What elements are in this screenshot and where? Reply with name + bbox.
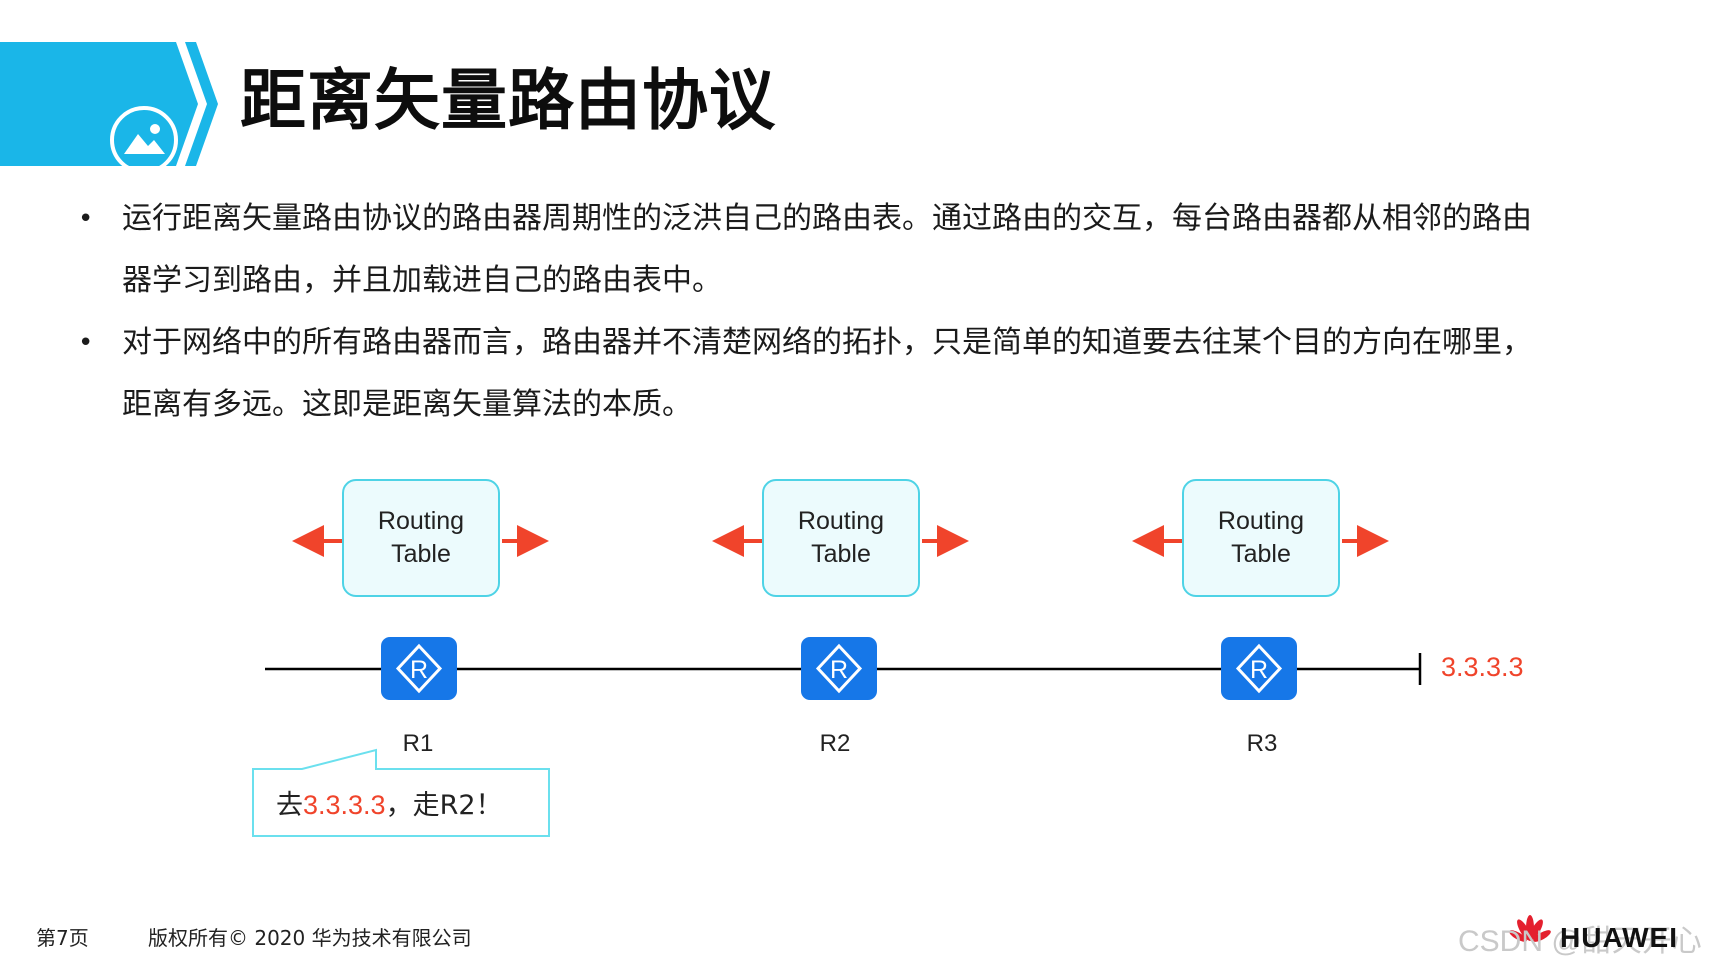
router-glyph: R <box>830 656 848 684</box>
brand-wordmark: HUAWEI <box>1560 922 1678 953</box>
watermark-text: CSDN @甜天开心 <box>1458 925 1702 958</box>
copyright-text: 版权所有© 2020 华为技术有限公司 <box>148 926 472 950</box>
router-label: R2 <box>819 730 851 757</box>
bullet-marker: • <box>78 204 94 234</box>
router-label: R1 <box>402 730 434 757</box>
router-glyph: R <box>410 656 428 684</box>
callout-bubble <box>252 748 550 837</box>
router-icon: R <box>801 637 877 700</box>
routing-table-box: Routing Table <box>762 479 920 597</box>
routing-table-label: Table <box>811 540 871 568</box>
page-title: 距离矢量路由协议 <box>240 62 776 139</box>
router-icon: R <box>1221 637 1297 700</box>
router-glyph: R <box>1250 656 1268 684</box>
routing-table-label: Routing <box>1217 507 1305 535</box>
bullet-text-line: 器学习到路由，并且加载进自己的路由表中。 <box>122 263 722 298</box>
routing-table-label: Routing <box>377 507 465 535</box>
bullet-marker: • <box>78 328 94 358</box>
routing-table-box: Routing Table <box>1182 479 1340 597</box>
bullet-list: • 运行距离矢量路由协议的路由器周期性的泛洪自己的路由表。通过路由的交互，每台路… <box>78 188 1658 436</box>
header-chevron-shape <box>185 42 218 166</box>
page-number: 第7页 <box>36 926 89 950</box>
callout-prefix: 去 <box>276 790 303 821</box>
callout-address: 3.3.3.3 <box>303 790 386 820</box>
huawei-petal-logo-icon <box>1509 915 1551 942</box>
header-accent-shape <box>0 42 198 166</box>
router-label: R3 <box>1246 730 1278 757</box>
bullet-text-line: 距离有多远。这即是距离矢量算法的本质。 <box>122 387 692 422</box>
image-icon <box>108 104 180 176</box>
callout-suffix: ，走R2！ <box>385 790 503 821</box>
routing-table-label: Routing <box>797 507 885 535</box>
routing-table-box: Routing Table <box>342 479 500 597</box>
destination-address: 3.3.3.3 <box>1441 652 1524 682</box>
bullet-text-line: 运行距离矢量路由协议的路由器周期性的泛洪自己的路由表。通过路由的交互，每台路由器… <box>122 201 1532 236</box>
callout-text: 去3.3.3.3，走R2！ <box>276 783 503 822</box>
routing-table-label: Table <box>1231 540 1291 568</box>
bullet-item: • 对于网络中的所有路由器而言，路由器并不清楚网络的拓扑，只是简单的知道要去往某… <box>78 312 1658 436</box>
router-icon: R <box>381 637 457 700</box>
bullet-text-line: 对于网络中的所有路由器而言，路由器并不清楚网络的拓扑，只是简单的知道要去往某个目… <box>122 325 1532 360</box>
bullet-item: • 运行距离矢量路由协议的路由器周期性的泛洪自己的路由表。通过路由的交互，每台路… <box>78 188 1658 312</box>
routing-table-label: Table <box>391 540 451 568</box>
